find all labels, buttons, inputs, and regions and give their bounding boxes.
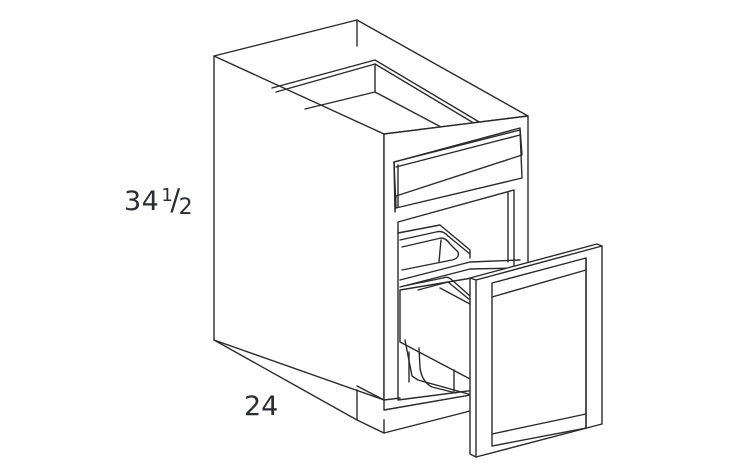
toe-kick — [213, 339, 475, 434]
width-dimension-label: 24 — [244, 391, 279, 422]
pullout-door — [469, 243, 603, 458]
height-fraction-numerator: 1 — [161, 185, 174, 206]
height-fraction-denominator: 2 — [178, 195, 194, 220]
top-drawer-front — [393, 127, 523, 213]
height-whole: 34 — [124, 186, 160, 217]
height-fraction-slash: / — [170, 183, 181, 217]
back-waste-bin — [397, 224, 471, 271]
pullout-basket — [399, 259, 521, 396]
cabinet-side-panel — [213, 55, 385, 401]
